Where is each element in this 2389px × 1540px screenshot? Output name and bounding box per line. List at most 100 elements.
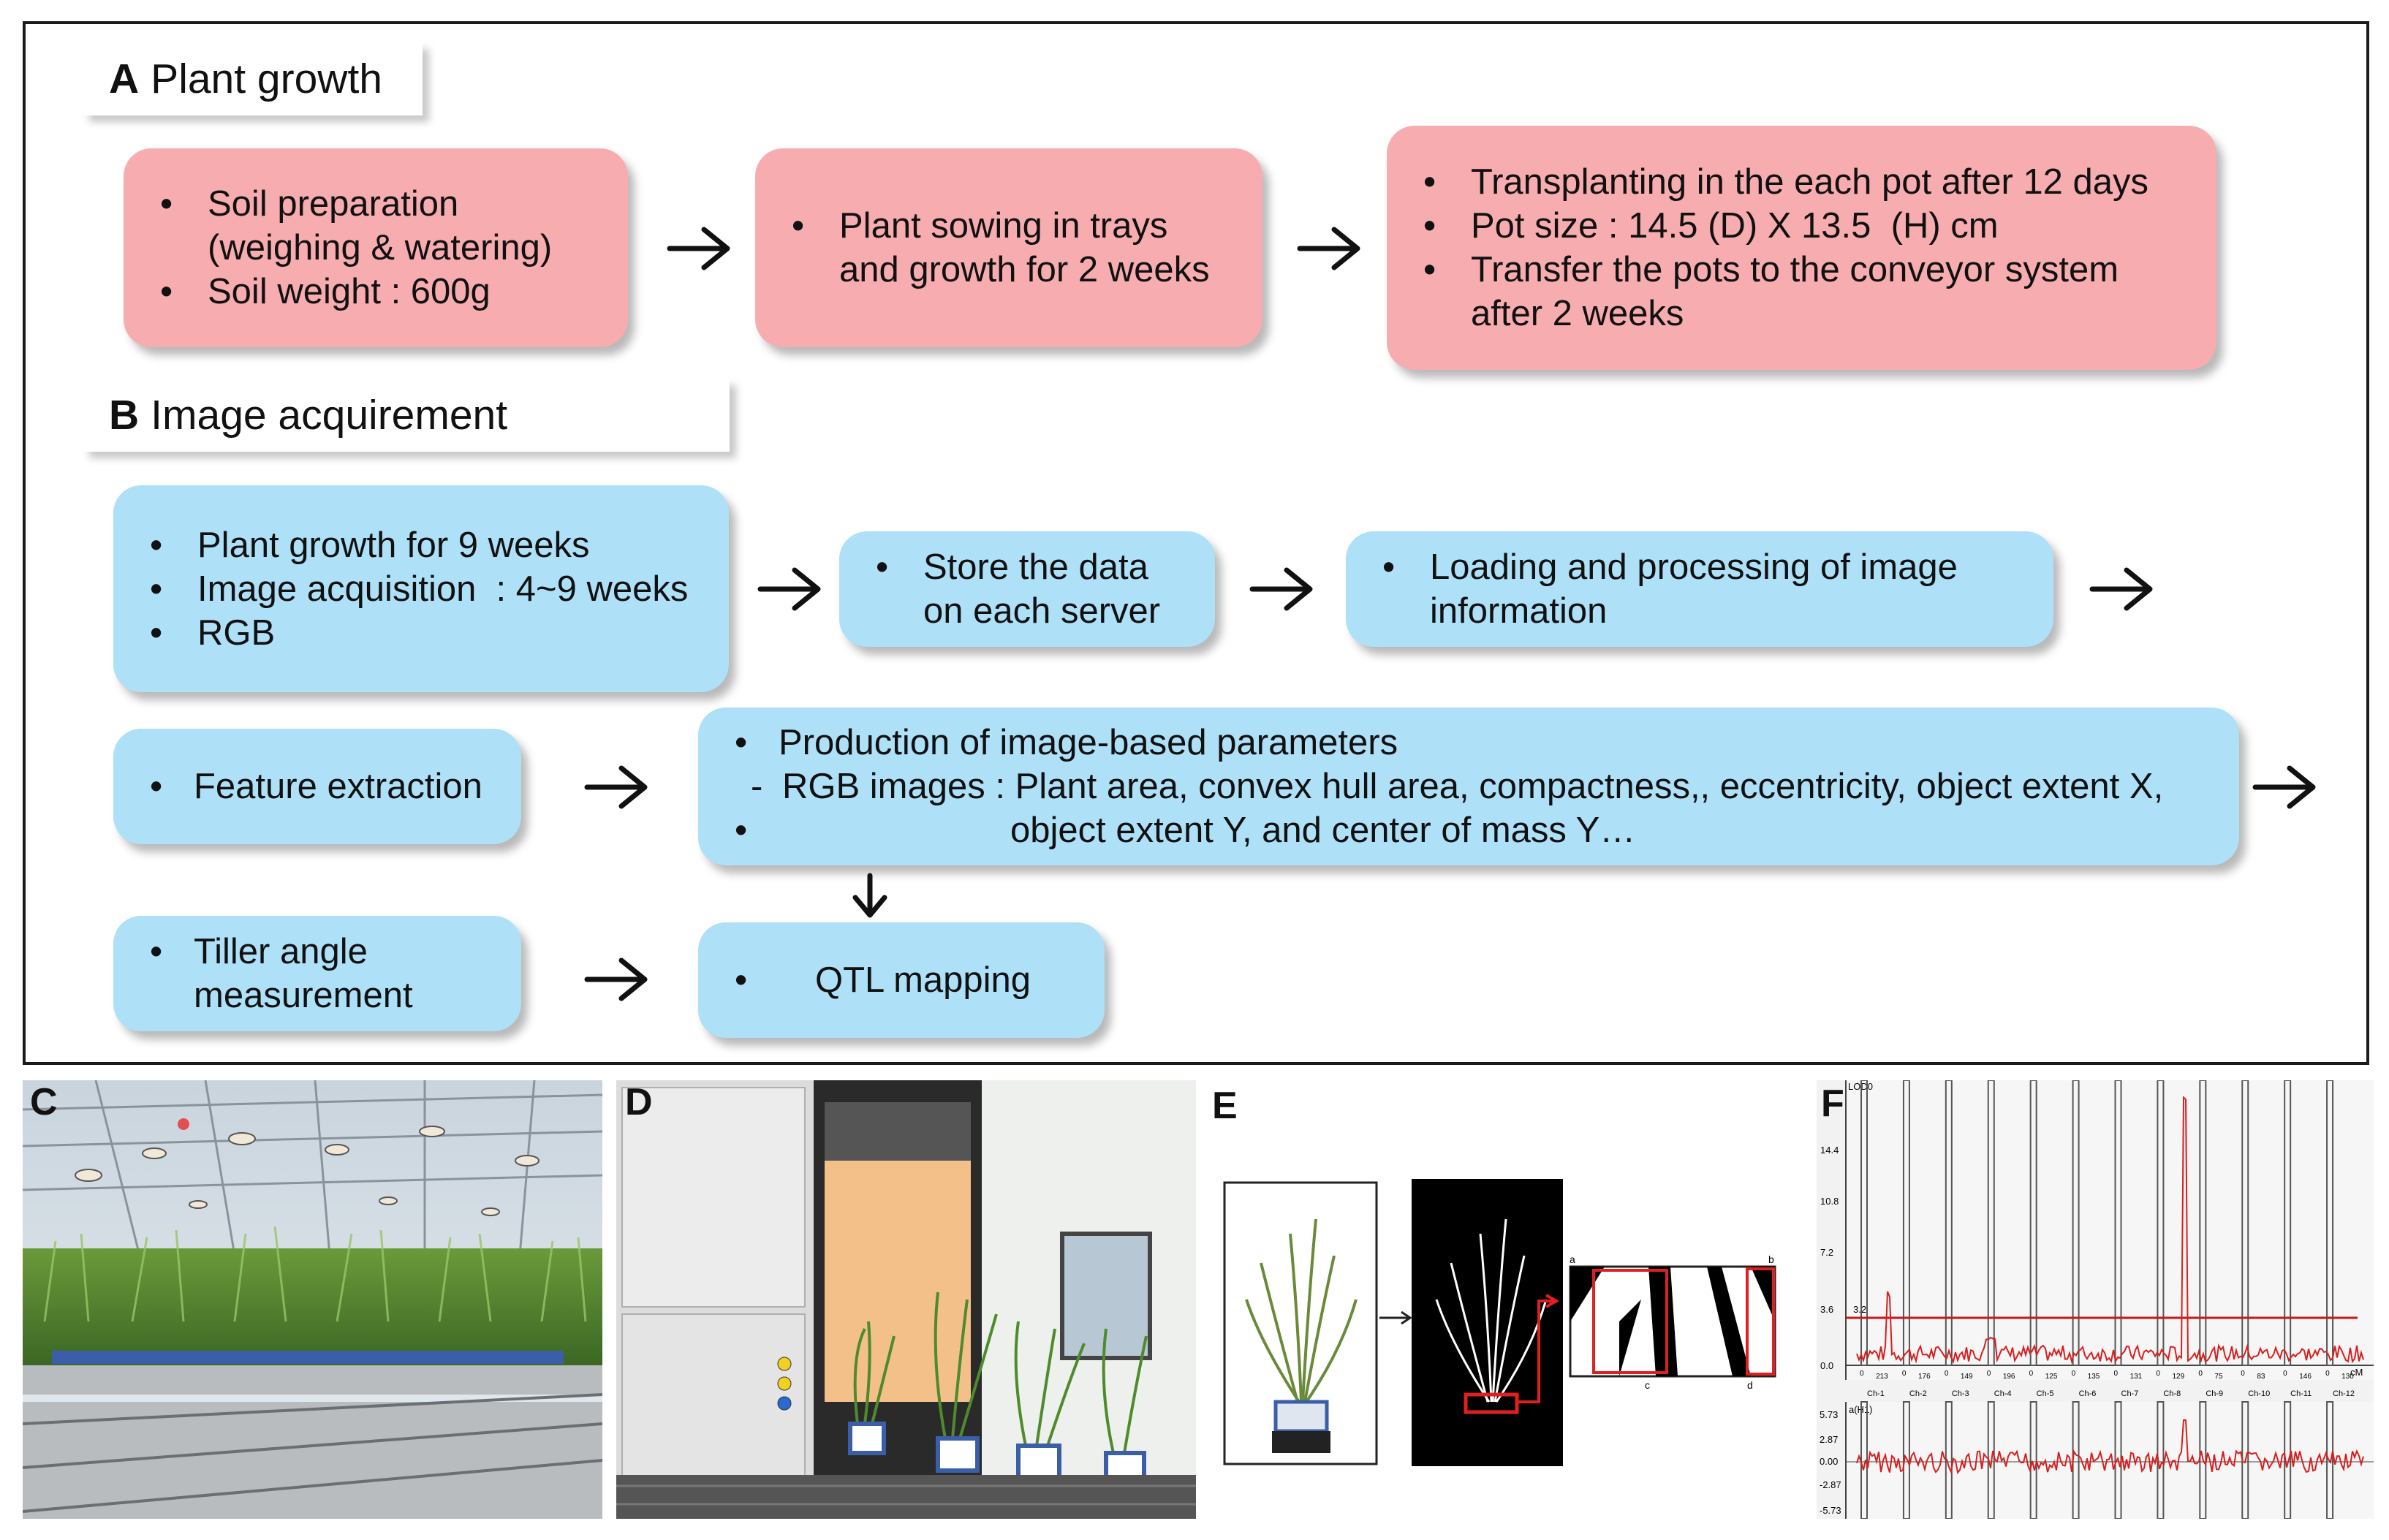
chromosome-label: Ch-2: [1909, 1389, 1927, 1398]
chromosome-divider: [1945, 1080, 1953, 1366]
list-item: Transfer the pots to the conveyor system…: [1387, 248, 2216, 335]
point-label-d: d: [1747, 1379, 1753, 1391]
cm-tick: 213: [1876, 1373, 1888, 1381]
list-item: Production of image-based parameters: [698, 721, 2239, 765]
chromosome-label: Ch-10: [2248, 1389, 2270, 1398]
chromosome-divider: [2241, 1080, 2249, 1366]
greenhouse-photo: C: [23, 1080, 602, 1519]
segmentation-image: a b c d: [1223, 1179, 1776, 1466]
additive-effect-curve: [1856, 1419, 2364, 1475]
arrow-tiller-to-qtl: [584, 957, 648, 1001]
loading-processing-box: Loading and processing of image informat…: [1346, 531, 2053, 647]
chromosome-divider: [2029, 1080, 2037, 1366]
cm-tick: 0: [2283, 1370, 2287, 1378]
cm-tick: 0: [2114, 1370, 2119, 1378]
arrow-production-to-qtl: [852, 873, 887, 918]
chamber-image: [616, 1080, 1196, 1519]
list-item: Plant sowing in trays and growth for 2 w…: [755, 204, 1262, 292]
section-title-text: Plant growth: [151, 56, 383, 102]
chromosome-divider: [1987, 1080, 1995, 1366]
cm-tick: 125: [2045, 1373, 2058, 1381]
chromosome-label: Ch-11: [2290, 1389, 2312, 1398]
cm-tick: 0: [2198, 1370, 2203, 1378]
effect-tick: 2.87: [1820, 1434, 1838, 1445]
list-item: RGB: [113, 611, 729, 655]
flow-arrows: [584, 227, 2316, 1001]
cm-tick: 0: [1945, 1370, 1949, 1378]
chromosome-divider: [2326, 1080, 2334, 1366]
panel-label-f: F: [1821, 1082, 1844, 1125]
effect-tick: -2.87: [1820, 1479, 1841, 1490]
chromosome-divider: [2284, 1080, 2292, 1366]
cm-tick: 75: [2214, 1373, 2223, 1381]
point-label-a: a: [1570, 1253, 1575, 1265]
arrow-growth-to-store: [757, 567, 821, 611]
arrow-soil-to-sowing: [667, 227, 730, 270]
chromosome-label: Ch-1: [1867, 1389, 1885, 1398]
effect-tick: 0.00: [1820, 1456, 1838, 1467]
arrow-sowing-to-transplant: [1297, 227, 1360, 270]
cm-tick: 149: [1961, 1373, 1973, 1381]
chromosome-label: Ch-5: [2037, 1389, 2054, 1398]
production-parameters-box: Production of image-based parameters RGB…: [698, 708, 2239, 865]
cm-tick: 0: [1902, 1370, 1907, 1378]
list-item: Plant growth for 9 weeks: [113, 523, 729, 567]
point-label-b: b: [1768, 1253, 1774, 1265]
lod-tick: 0.0: [1820, 1360, 1833, 1371]
greenhouse-image: [23, 1080, 602, 1519]
cm-unit: cM: [2350, 1367, 2363, 1378]
list-item: Soil weight : 600g: [124, 270, 628, 314]
effect-tick: -5.73: [1820, 1505, 1841, 1516]
arrow-loading-out: [2089, 567, 2153, 611]
plant-growth-box: Plant growth for 9 weeks Image acquisiti…: [113, 485, 729, 692]
panel-label-e: E: [1212, 1085, 1238, 1127]
chromosome-divider: [2114, 1080, 2122, 1366]
section-title-text: Image acquirement: [151, 392, 508, 439]
list-item: Transplanting in the each pot after 12 d…: [1387, 160, 2216, 204]
chromosome-dividers: [1860, 1080, 2334, 1366]
chromosome-divider: [2157, 1080, 2165, 1366]
arrow-production-out: [2252, 765, 2316, 809]
chromosome-divider: [2199, 1080, 2207, 1366]
chromosome-divider: [1902, 1080, 1910, 1366]
feature-extraction-box: Feature extraction: [113, 729, 521, 844]
section-title-plant-growth: A Plant growth: [83, 42, 423, 115]
chromosome-label: Ch-7: [2121, 1389, 2139, 1398]
cm-tick: 146: [2299, 1373, 2312, 1381]
arrow-feature-to-production: [584, 765, 648, 809]
chromosome-divider: [2326, 1401, 2334, 1519]
section-letter-b: B: [109, 392, 140, 439]
section-letter-a: A: [109, 56, 140, 102]
tiller-angle-box: Tiller angle measurement: [113, 916, 521, 1031]
chromosome-label: Ch-12: [2333, 1389, 2355, 1398]
cm-tick: 129: [2172, 1373, 2184, 1381]
cm-tick: 131: [2130, 1373, 2143, 1381]
arrow-store-to-loading: [1249, 567, 1313, 611]
chromosome-divider: [1860, 1080, 1868, 1366]
cm-tick: 0: [2156, 1370, 2160, 1378]
cm-tick: 83: [2257, 1373, 2265, 1381]
lod-axis-label: LOD0: [1848, 1081, 1873, 1092]
cm-tick: 0: [2241, 1370, 2245, 1378]
soil-preparation-box: Soil preparation (weighing & watering) S…: [124, 148, 628, 347]
chromosome-divider: [2284, 1401, 2292, 1519]
cm-tick: 196: [2003, 1373, 2015, 1381]
list-item: Tiller angle measurement: [113, 930, 521, 1017]
chromosome-divider: [1902, 1401, 1910, 1519]
chromosome-divider: [2072, 1080, 2080, 1366]
lod-tick: 3.6: [1820, 1304, 1833, 1315]
list-item-continuation: object extent Y, and center of mass Y…: [698, 808, 2239, 852]
list-item: Pot size : 14.5 (D) X 13.5 (H) cm: [1387, 204, 2216, 248]
store-data-box: Store the data on each server: [839, 531, 1215, 647]
plant-sowing-box: Plant sowing in trays and growth for 2 w…: [755, 148, 1262, 347]
list-item: Feature extraction: [113, 765, 521, 808]
section-title-image-acquirement: B Image acquirement: [83, 379, 730, 452]
list-item: Soil preparation (weighing & watering): [124, 182, 628, 270]
chromosome-label: Ch-3: [1952, 1389, 1969, 1398]
effect-tick: 5.73: [1820, 1409, 1838, 1420]
panel-label-c: C: [30, 1081, 58, 1123]
